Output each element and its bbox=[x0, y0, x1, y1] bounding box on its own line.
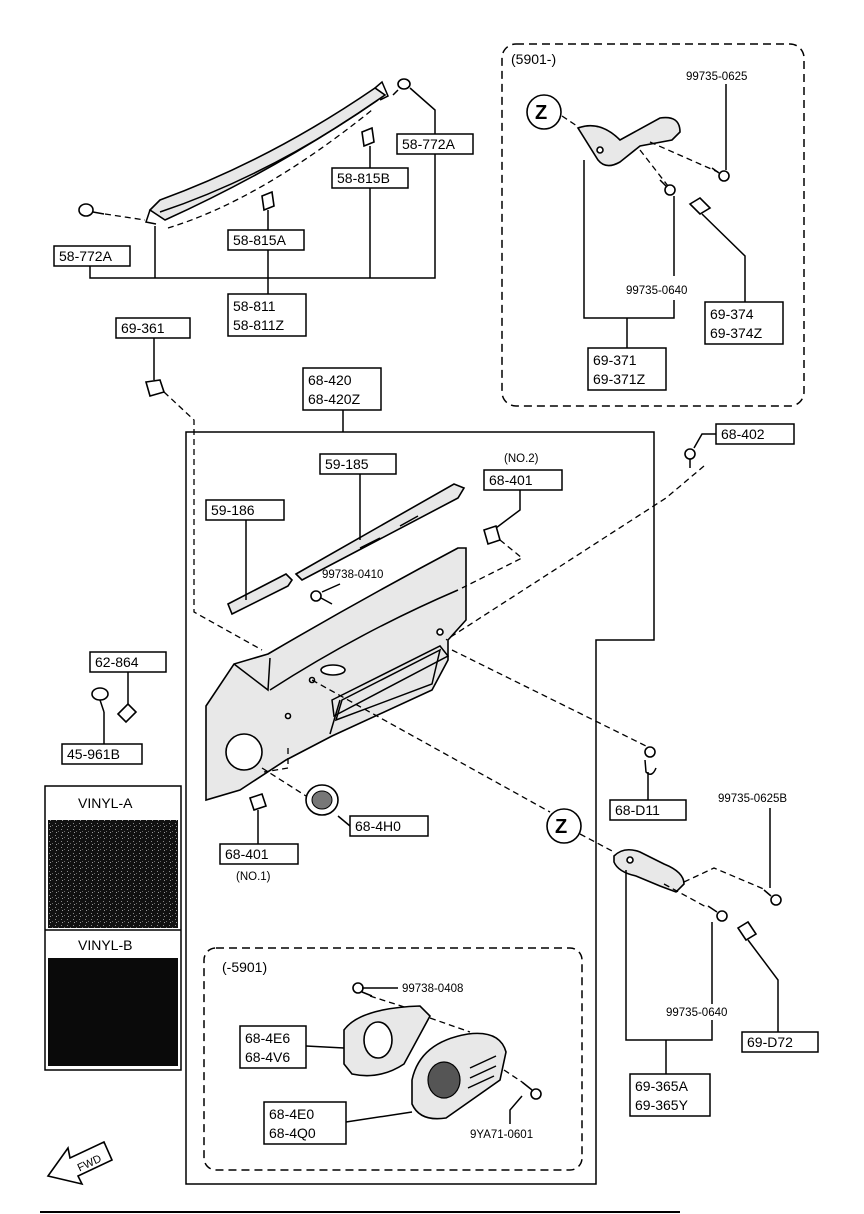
weatherstrip-part bbox=[148, 87, 387, 221]
screw-99735-0640-right-icon bbox=[707, 905, 728, 922]
label-58-811z: 58-811Z bbox=[233, 317, 285, 333]
z-marker-inset: Z bbox=[535, 102, 547, 124]
inset-variant-label-after: (5901-) bbox=[511, 51, 556, 67]
vinyl-b-label: VINYL-B bbox=[78, 937, 132, 953]
screw-99735-0625b-icon bbox=[763, 889, 782, 906]
label-69-374z: 69-374Z bbox=[710, 325, 763, 341]
label-58-772a-top: 58-772A bbox=[402, 136, 456, 152]
screw-99738-0408-icon bbox=[352, 982, 373, 997]
label-68-420: 68-420 bbox=[308, 372, 352, 388]
door-panel-outline bbox=[185, 431, 655, 1185]
label-99735-0640-inset: 99735-0640 bbox=[626, 285, 687, 297]
screw-99738-0410-icon bbox=[310, 590, 333, 605]
speaker-cover-68-4h0-icon bbox=[305, 784, 339, 816]
label-69-365a: 69-365A bbox=[635, 1078, 689, 1094]
vinyl-legend: VINYL-A VINYL-B bbox=[44, 785, 182, 1071]
label-68-4h0: 68-4H0 bbox=[355, 818, 401, 834]
strip-59-186-part bbox=[226, 573, 294, 616]
label-68-4v6: 68-4V6 bbox=[245, 1049, 290, 1065]
label-9ya71-0601: 9YA71-0601 bbox=[470, 1129, 533, 1141]
label-99738-0410: 99738-0410 bbox=[322, 569, 383, 581]
label-68-d11: 68-D11 bbox=[615, 802, 660, 818]
label-45-961b: 45-961B bbox=[67, 746, 120, 762]
cap-62-864-icon bbox=[116, 702, 138, 724]
fwd-arrow-icon: FWD bbox=[46, 1140, 114, 1186]
screw-99735-0640-inset-icon bbox=[659, 179, 676, 196]
label-58-815a: 58-815A bbox=[233, 232, 287, 248]
inset-5901-before: (-5901) bbox=[203, 947, 583, 1171]
label-58-772a-left: 58-772A bbox=[59, 248, 113, 264]
label-69-361: 69-361 bbox=[121, 320, 165, 336]
weatherstrip-group bbox=[78, 78, 436, 294]
vinyl-a-swatch bbox=[48, 820, 178, 928]
inner-handle-part bbox=[576, 116, 681, 167]
label-99735-0640-right: 99735-0640 bbox=[666, 1007, 727, 1019]
label-68-402: 68-402 bbox=[721, 426, 765, 442]
label-68-401-top: 68-401 bbox=[489, 472, 533, 488]
label-68-420z: 68-420Z bbox=[308, 391, 361, 407]
label-68-4e6: 68-4E6 bbox=[245, 1030, 290, 1046]
label-69-d72: 69-D72 bbox=[747, 1034, 793, 1050]
screw-99735-0625-icon bbox=[711, 167, 730, 182]
clip-68-401-no2-icon bbox=[483, 524, 501, 546]
label-69-371z: 69-371Z bbox=[593, 371, 646, 387]
inset-variant-label-before: (-5901) bbox=[222, 959, 267, 975]
grommet-69-361-icon bbox=[144, 379, 166, 397]
label-59-185: 59-185 bbox=[325, 456, 369, 472]
label-68-401-bottom: 68-401 bbox=[225, 846, 269, 862]
label-no1: (NO.1) bbox=[236, 871, 271, 883]
label-99735-0625b: 99735-0625B bbox=[718, 793, 787, 805]
outer-handle-part bbox=[613, 848, 685, 893]
vinyl-b-swatch bbox=[48, 958, 178, 1066]
z-marker-main: Z bbox=[555, 816, 567, 838]
label-99738-0408: 99738-0408 bbox=[402, 983, 463, 995]
clip-68-401-no1-icon bbox=[248, 792, 268, 812]
cap-69-374-icon bbox=[688, 196, 712, 216]
inset-5901-after: (5901-) Z bbox=[501, 43, 805, 407]
label-68-4e0: 68-4E0 bbox=[269, 1106, 314, 1122]
label-59-186: 59-186 bbox=[211, 502, 255, 518]
screw-68-402-icon bbox=[684, 448, 696, 468]
screw-58-772a-left-icon bbox=[78, 203, 105, 217]
label-68-4q0: 68-4Q0 bbox=[269, 1125, 316, 1141]
cap-69-d72-icon bbox=[736, 920, 758, 942]
clip-45-961b-icon bbox=[91, 687, 109, 713]
label-69-374: 69-374 bbox=[710, 306, 754, 322]
clip-68-d11-icon bbox=[644, 746, 657, 775]
label-69-371: 69-371 bbox=[593, 352, 637, 368]
screw-9ya71-0601-icon bbox=[521, 1081, 542, 1100]
label-58-815b: 58-815B bbox=[337, 170, 390, 186]
label-69-365y: 69-365Y bbox=[635, 1097, 689, 1113]
clip-58-815b-icon bbox=[361, 126, 375, 148]
strip-59-185-part bbox=[294, 483, 466, 581]
vinyl-a-label: VINYL-A bbox=[78, 795, 133, 811]
label-58-811: 58-811 bbox=[233, 298, 276, 314]
label-62-864: 62-864 bbox=[95, 654, 139, 670]
screw-58-772a-top-icon bbox=[392, 78, 411, 96]
clip-58-815a-icon bbox=[261, 190, 275, 212]
label-no2: (NO.2) bbox=[504, 453, 539, 465]
label-99735-0625: 99735-0625 bbox=[686, 71, 747, 83]
